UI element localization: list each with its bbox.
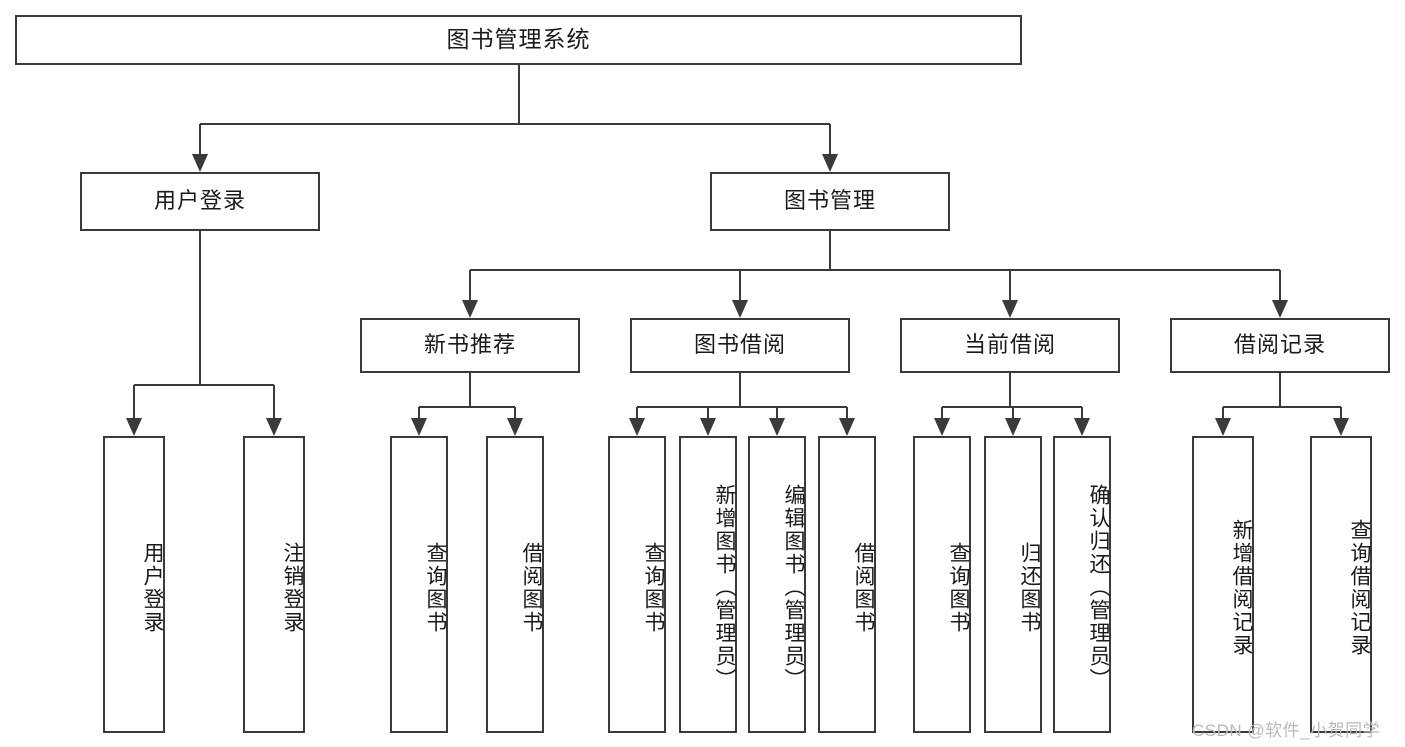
node-leaf-6[interactable]: 编辑图书（管理员） xyxy=(748,436,806,733)
node-label: 查询图书 xyxy=(947,541,970,634)
node-label: 当前借阅 xyxy=(963,332,1056,358)
node-leaf-8[interactable]: 查询图书 xyxy=(913,436,971,733)
node-leaf-2[interactable]: 查询图书 xyxy=(390,436,448,733)
connector-drop xyxy=(636,407,638,418)
connector-drop xyxy=(1279,270,1281,300)
connector-bus xyxy=(470,269,1280,271)
connector-arrowhead-icon xyxy=(822,154,838,172)
connector-stem xyxy=(199,231,201,385)
connector-arrowhead-icon xyxy=(462,300,478,318)
connector-drop xyxy=(469,270,471,300)
connector-arrowhead-icon xyxy=(1005,418,1021,436)
connector-drop xyxy=(1009,270,1011,300)
connector-drop xyxy=(1340,407,1342,418)
node-label: 查询图书 xyxy=(424,541,447,634)
connector-drop xyxy=(273,385,275,418)
node-level3-0[interactable]: 新书推荐 xyxy=(360,318,580,373)
node-label: 编辑图书（管理员） xyxy=(782,484,805,691)
connector-stem xyxy=(829,231,831,270)
connector-drop xyxy=(739,270,741,300)
connector-arrowhead-icon xyxy=(700,418,716,436)
connector-bus xyxy=(200,123,830,125)
node-label: 查询图书 xyxy=(642,541,665,634)
connector-bus xyxy=(1223,406,1341,408)
connector-arrowhead-icon xyxy=(769,418,785,436)
node-leaf-12[interactable]: 查询借阅记录 xyxy=(1310,436,1372,733)
node-leaf-4[interactable]: 查询图书 xyxy=(608,436,666,733)
node-label: 确认归还（管理员） xyxy=(1087,484,1110,691)
connector-stem xyxy=(739,373,741,407)
node-label: 借阅记录 xyxy=(1233,332,1326,358)
node-label: 新增借阅记录 xyxy=(1230,518,1253,657)
connector-drop xyxy=(199,124,201,154)
connector-arrowhead-icon xyxy=(934,418,950,436)
node-label: 新书推荐 xyxy=(423,332,516,358)
node-level2-0[interactable]: 用户登录 xyxy=(80,172,320,231)
node-leaf-3[interactable]: 借阅图书 xyxy=(486,436,544,733)
connector-bus xyxy=(637,406,847,408)
connector-stem xyxy=(517,65,520,124)
connector-drop xyxy=(941,407,943,418)
node-level2-1[interactable]: 图书管理 xyxy=(710,172,950,231)
connector-arrowhead-icon xyxy=(732,300,748,318)
connector-drop xyxy=(707,407,709,418)
node-level3-1[interactable]: 图书借阅 xyxy=(630,318,850,373)
connector-drop xyxy=(133,385,135,418)
connector-arrowhead-icon xyxy=(1333,418,1349,436)
connector-arrowhead-icon xyxy=(839,418,855,436)
connector-bus xyxy=(419,406,515,408)
connector-arrowhead-icon xyxy=(411,418,427,436)
node-label: 借阅图书 xyxy=(852,541,875,634)
connector-drop xyxy=(418,407,420,418)
connector-arrowhead-icon xyxy=(266,418,282,436)
node-leaf-9[interactable]: 归还图书 xyxy=(984,436,1042,733)
connector-arrowhead-icon xyxy=(629,418,645,436)
node-label: 用户登录 xyxy=(141,541,164,634)
connector-drop xyxy=(1222,407,1224,418)
connector-drop xyxy=(1081,407,1083,418)
node-label: 归还图书 xyxy=(1018,541,1041,634)
node-leaf-5[interactable]: 新增图书（管理员） xyxy=(679,436,737,733)
node-label: 图书管理 xyxy=(783,188,876,214)
connector-drop xyxy=(514,407,516,418)
connector-arrowhead-icon xyxy=(1002,300,1018,318)
connector-stem xyxy=(1279,373,1281,407)
connector-stem xyxy=(1009,373,1011,407)
node-root-book-management-system[interactable]: 图书管理系统 xyxy=(15,15,1022,65)
connector-arrowhead-icon xyxy=(192,154,208,172)
node-label: 注销登录 xyxy=(281,541,304,634)
connector-drop xyxy=(1012,407,1014,418)
node-leaf-0[interactable]: 用户登录 xyxy=(103,436,165,733)
node-label: 用户登录 xyxy=(153,188,246,214)
connector-arrowhead-icon xyxy=(1215,418,1231,436)
node-leaf-7[interactable]: 借阅图书 xyxy=(818,436,876,733)
connector-stem xyxy=(469,373,471,407)
node-label: 新增图书（管理员） xyxy=(713,484,736,691)
connector-bus xyxy=(134,384,274,386)
connector-arrowhead-icon xyxy=(1074,418,1090,436)
connector-arrowhead-icon xyxy=(126,418,142,436)
node-label: 借阅图书 xyxy=(520,541,543,634)
node-label: 查询借阅记录 xyxy=(1348,518,1371,657)
node-level3-3[interactable]: 借阅记录 xyxy=(1170,318,1390,373)
connector-drop xyxy=(776,407,778,418)
node-label: 图书借阅 xyxy=(693,332,786,358)
connector-arrowhead-icon xyxy=(507,418,523,436)
node-level3-2[interactable]: 当前借阅 xyxy=(900,318,1120,373)
connector-drop xyxy=(829,124,831,154)
node-leaf-10[interactable]: 确认归还（管理员） xyxy=(1053,436,1111,733)
connector-arrowhead-icon xyxy=(1272,300,1288,318)
node-leaf-11[interactable]: 新增借阅记录 xyxy=(1192,436,1254,733)
node-leaf-1[interactable]: 注销登录 xyxy=(243,436,305,733)
node-label: 图书管理系统 xyxy=(446,26,591,53)
connector-drop xyxy=(846,407,848,418)
